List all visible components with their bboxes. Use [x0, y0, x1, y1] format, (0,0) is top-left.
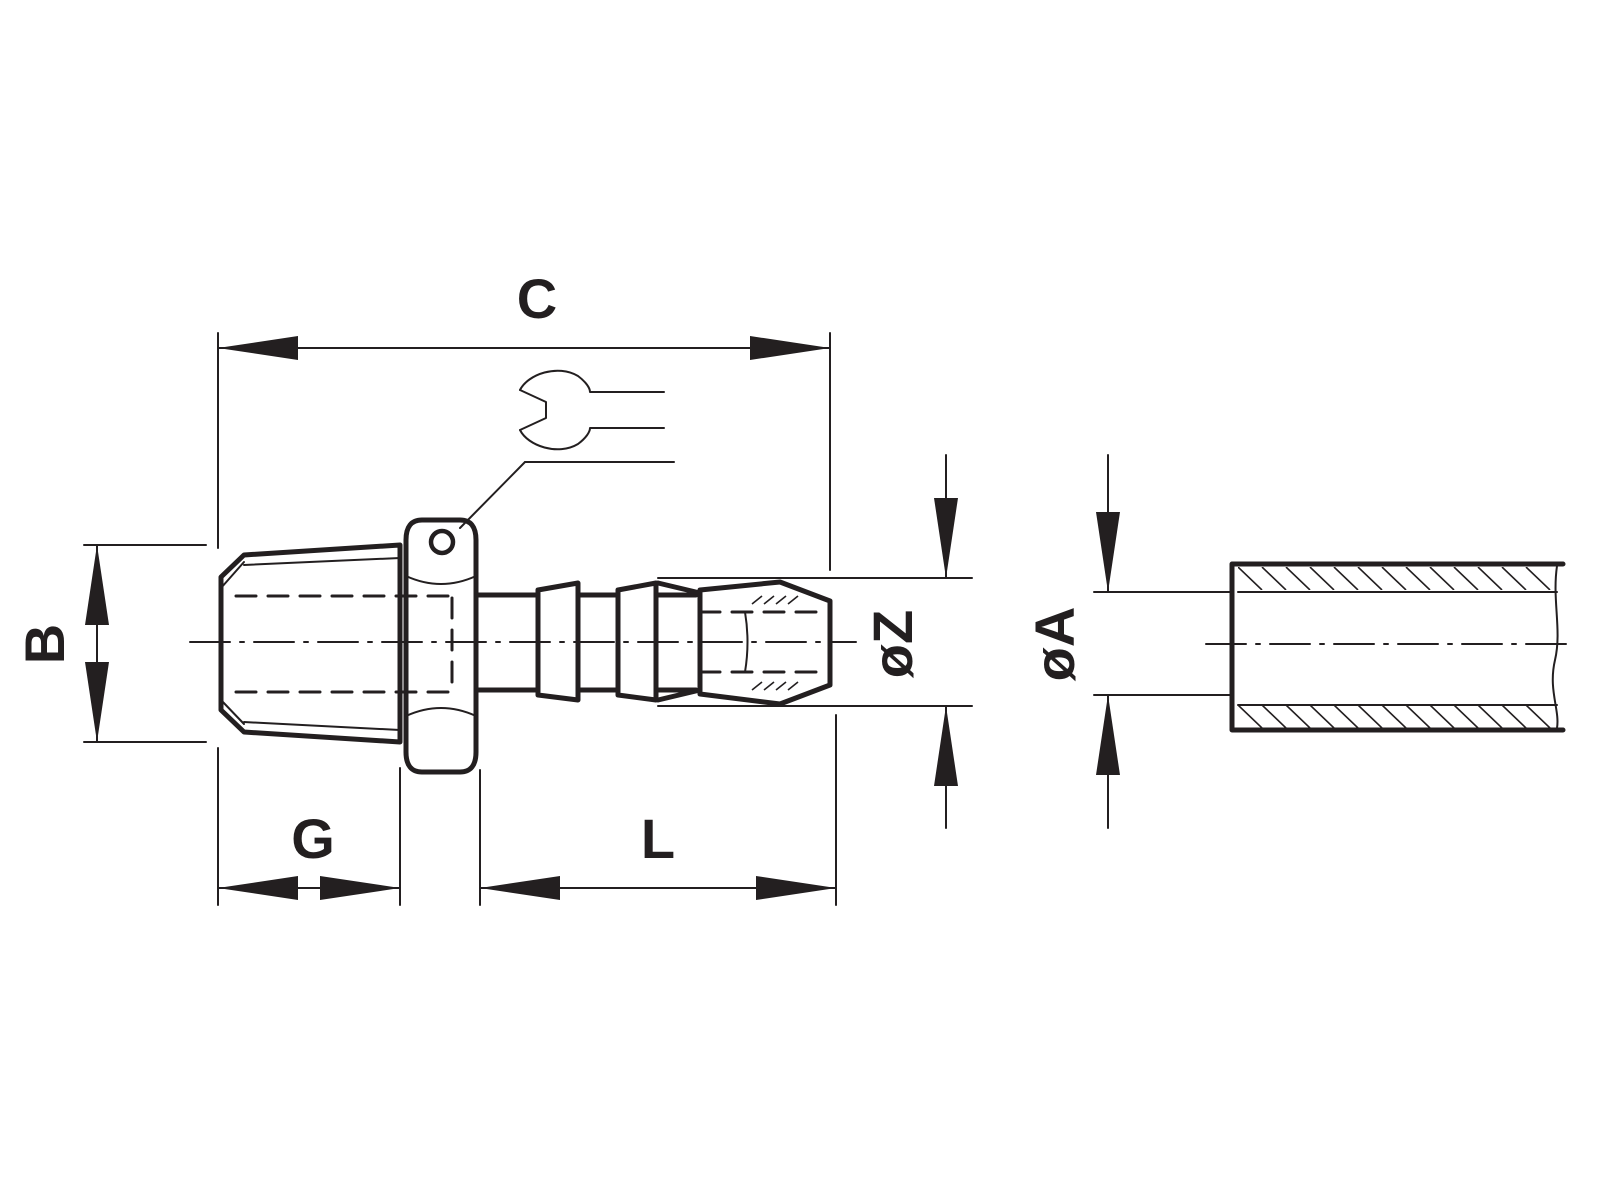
- arrow-head: [480, 876, 560, 900]
- dimension-label-a: øA: [1023, 607, 1086, 682]
- dimension-l: L: [479, 714, 837, 906]
- hose-wall-hatch-bottom: [1238, 705, 1551, 728]
- dimension-b: B: [13, 544, 207, 743]
- arrow-head: [934, 706, 958, 786]
- thread-section: [218, 542, 450, 745]
- barb-stem: [473, 579, 833, 707]
- dimension-label-g: G: [291, 807, 335, 870]
- arrow-head: [934, 498, 958, 578]
- hose-section: [1205, 561, 1577, 733]
- dimension-label-c: C: [517, 267, 557, 330]
- arrow-head: [218, 336, 298, 360]
- dimension-a: øA: [1023, 454, 1233, 829]
- hex-nut: [403, 517, 479, 775]
- dimension-g: G: [217, 747, 401, 906]
- dimension-c: C: [217, 267, 831, 571]
- arrow-head: [85, 662, 109, 742]
- hose-wall-hatch-top: [1238, 567, 1551, 590]
- arrow-head: [320, 876, 400, 900]
- arrow-head: [218, 876, 298, 900]
- dimension-label-b: B: [13, 624, 76, 664]
- arrow-head: [1096, 695, 1120, 775]
- dimension-label-z: øZ: [861, 610, 924, 678]
- leader-dot: [428, 528, 456, 556]
- arrow-head: [85, 545, 109, 625]
- arrow-head: [756, 876, 836, 900]
- wrench-icon: [519, 369, 665, 451]
- leader-line: [428, 461, 675, 556]
- dimension-label-l: L: [641, 807, 675, 870]
- arrow-head: [1096, 512, 1120, 592]
- dimension-z: øZ: [657, 454, 973, 829]
- arrow-head: [750, 336, 830, 360]
